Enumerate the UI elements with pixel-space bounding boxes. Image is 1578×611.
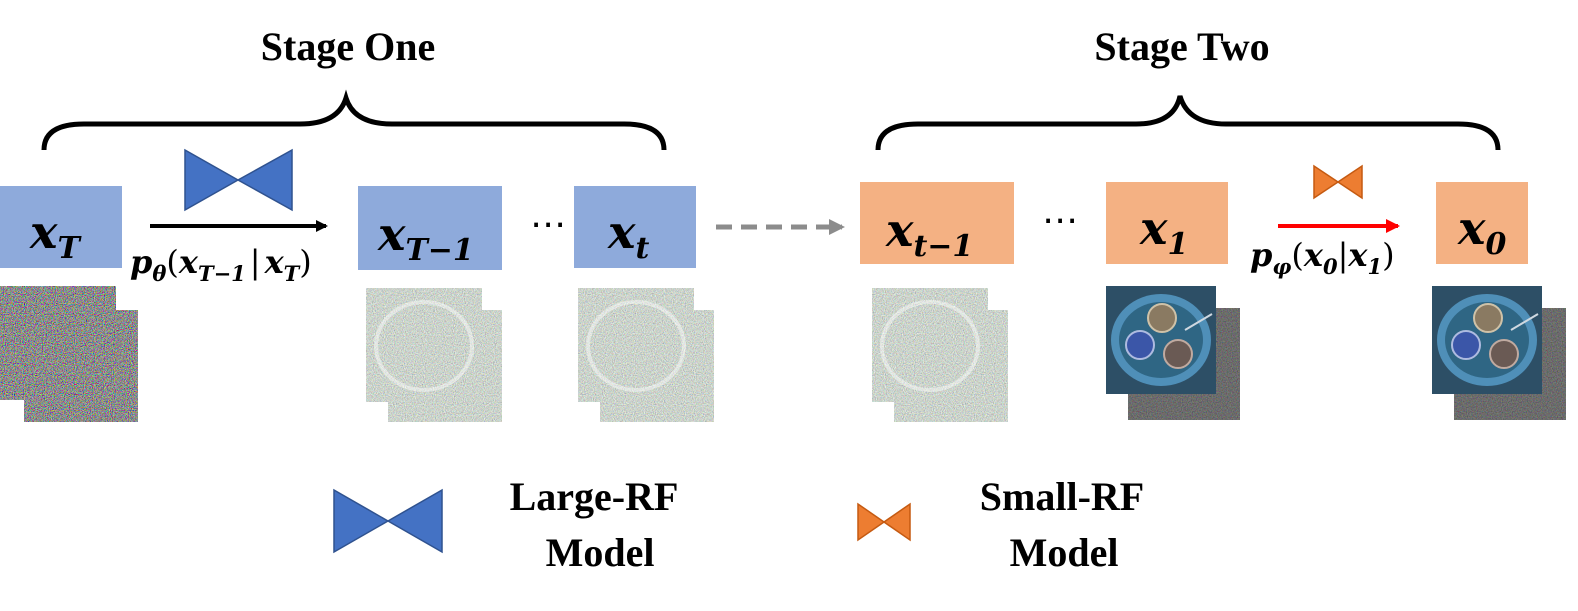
ellipsis-stage-one: ⋯ <box>530 204 566 245</box>
ellipsis-stage-two: ⋯ <box>1042 200 1078 241</box>
state-sub: 1 <box>1167 227 1188 262</box>
state-sub: t−1 <box>913 229 973 264</box>
state-sub: T <box>57 231 82 266</box>
state-box-xT <box>0 186 122 268</box>
state-label-x1: x1 <box>1139 201 1188 262</box>
noise-image-stack-xT <box>0 286 138 422</box>
stage-two-title: Stage Two <box>1094 24 1269 69</box>
formula-bar: | <box>1338 236 1349 274</box>
state-label-xt: xt <box>607 205 649 266</box>
formula-b-sub: 1 <box>1367 254 1382 279</box>
microscopy-image-x1 <box>1106 286 1240 420</box>
legend-large-line1: Large-RF <box>510 474 679 519</box>
state-var: x <box>607 205 636 259</box>
state-label-xT: xT <box>29 205 82 266</box>
large-model-formula: pθ(xT−1|xT) <box>130 243 312 286</box>
stage-two-brace <box>875 95 1501 151</box>
state-var: x <box>885 203 914 257</box>
state-var: x <box>1139 201 1168 255</box>
state-box-x1 <box>1106 182 1228 264</box>
state-var: x <box>1457 201 1486 255</box>
formula-bar: | <box>250 243 261 281</box>
formula-p: p <box>1250 236 1272 274</box>
state-box-xt1 <box>860 182 1014 264</box>
formula-a-sub: 0 <box>1323 254 1338 279</box>
formula-b: x <box>264 243 285 281</box>
state-var: x <box>29 205 58 259</box>
state-sub: t <box>635 231 649 266</box>
state-var: x <box>377 207 406 261</box>
formula-open: ( <box>166 243 178 281</box>
legend-small-model-icon <box>857 502 911 542</box>
legend-large-line2: Model <box>546 530 655 575</box>
noise-image-stack-xt1 <box>872 288 1008 422</box>
large-model-bowtie-icon <box>184 148 293 212</box>
stage-one-brace <box>41 89 667 151</box>
formula-b-sub: T <box>284 261 301 286</box>
state-sub: 0 <box>1485 227 1506 262</box>
state-label-xT1: xT−1 <box>377 207 474 268</box>
state-label-xt1: xt−1 <box>885 203 973 264</box>
legend-small-line2: Model <box>1010 530 1119 575</box>
noise-image-stack-xt <box>578 288 714 422</box>
formula-close: ) <box>299 243 311 281</box>
microscopy-image-x0 <box>1432 286 1566 420</box>
formula-p: p <box>130 243 152 281</box>
state-box-xT1 <box>358 186 502 270</box>
formula-b: x <box>1347 236 1368 274</box>
formula-p-sub: θ <box>152 261 166 286</box>
formula-p-sub: φ <box>1272 254 1291 279</box>
small-model-bowtie-icon <box>1313 164 1363 200</box>
stage-one-title: Stage One <box>261 24 435 69</box>
state-box-x0 <box>1436 182 1528 264</box>
state-label-x0: x0 <box>1457 201 1506 262</box>
state-sub: T−1 <box>405 233 473 268</box>
state-box-xt <box>574 186 696 268</box>
formula-close: ) <box>1382 236 1394 274</box>
legend-large-model-icon <box>333 488 443 554</box>
formula-a: x <box>1303 236 1324 274</box>
formula-a: x <box>178 243 199 281</box>
small-model-formula: pφ(x0|x1) <box>1250 236 1395 279</box>
legend-small-line1: Small-RF <box>980 474 1144 519</box>
noise-image-stack-xT1 <box>366 288 502 422</box>
formula-open: ( <box>1291 236 1303 274</box>
formula-a-sub: T−1 <box>198 261 246 286</box>
